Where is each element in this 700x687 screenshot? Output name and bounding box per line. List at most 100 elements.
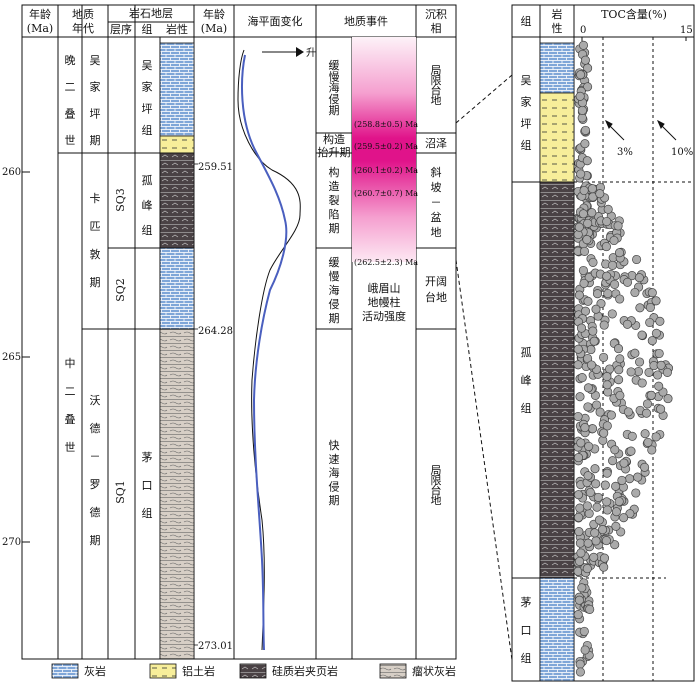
toc-point	[601, 536, 611, 546]
event-slow-transgression-1-char: 侵	[329, 93, 340, 106]
toc-point	[591, 304, 601, 314]
toc-point	[614, 248, 625, 258]
toc-point	[588, 326, 598, 336]
toc-point	[656, 360, 666, 370]
stage-wuchiapingian-char: 吴	[90, 54, 101, 67]
toc-point	[574, 527, 584, 537]
toc-point	[583, 471, 593, 481]
header-seq: 层序	[110, 22, 132, 36]
rp-formation-gufeng: 孤峰组	[521, 346, 532, 415]
toc-point	[595, 407, 605, 417]
toc-point	[574, 222, 584, 232]
event-slow-transgression-2-char: 缓	[329, 256, 340, 269]
toc-point	[613, 221, 623, 231]
toc-point	[602, 271, 612, 281]
event-uplift-2: 抬升期	[318, 145, 351, 159]
toc-point	[602, 372, 612, 382]
stage-wordian-roadian: 沃德－罗德期	[90, 394, 101, 547]
toc-point	[626, 367, 636, 377]
toc-point	[575, 667, 585, 677]
toc-point	[651, 328, 661, 338]
toc-point	[627, 431, 637, 441]
formation-gufeng-char: 峰	[142, 199, 153, 212]
toc-point	[575, 659, 585, 669]
toc-point	[583, 296, 593, 306]
stage-wordian-roadian-char: 期	[90, 534, 101, 547]
event-age-5: (262.5±2.3) Ma	[354, 258, 418, 267]
toc-point	[647, 336, 657, 346]
header-facies-2: 相	[431, 22, 442, 35]
legend-swatch-siliceous	[239, 663, 267, 679]
header-age2: 年龄	[203, 7, 225, 21]
boundary-age-1: 259.51	[198, 162, 233, 173]
toc-point	[576, 70, 586, 80]
event-slow-transgression-1-char: 海	[329, 81, 340, 95]
header-age: 年龄	[29, 7, 51, 21]
toc-point	[635, 303, 645, 313]
toc-point	[641, 408, 652, 418]
toc-point	[643, 437, 653, 447]
header-events: 地质事件	[344, 15, 388, 28]
toc-point	[626, 446, 636, 456]
stage-wordian-roadian-char: 德	[90, 421, 101, 435]
header-sea-level: 海平面变化	[248, 14, 303, 28]
epoch-late-permian-char: 二	[65, 81, 76, 94]
rp-formation-gufeng-char: 孤	[521, 346, 532, 359]
event-uplift-1: 构造	[323, 132, 345, 146]
header-era: 地质	[72, 8, 94, 21]
event-rapid-transgression-char: 期	[329, 494, 340, 507]
toc-point	[602, 380, 612, 390]
legend-swatch-limestone	[51, 663, 79, 679]
toc-point	[584, 441, 594, 451]
toc-point	[587, 184, 597, 194]
toc-point	[614, 365, 624, 375]
toc-point	[580, 139, 590, 149]
toc-point	[651, 432, 661, 442]
event-rifting-char: 裂	[329, 194, 340, 207]
right-lithology-column	[539, 42, 575, 682]
facies-restricted-platform-2-char: 局	[431, 464, 442, 477]
rp-formation-gufeng-char: 组	[521, 401, 532, 415]
facies-restricted-platform-1-char: 地	[431, 94, 442, 107]
zoom-connectors	[455, 74, 513, 661]
event-slow-transgression-2-char: 海	[329, 283, 340, 297]
toc-point	[632, 254, 642, 265]
age-tick-265: 265	[2, 352, 21, 363]
toc-point	[583, 383, 593, 393]
toc-scatter	[573, 40, 674, 677]
event-age-3: (260.1±0.2) Ma	[354, 166, 418, 175]
toc-point	[575, 503, 585, 513]
toc-point	[617, 475, 627, 485]
toc-point	[574, 595, 584, 605]
legend	[51, 663, 407, 679]
legend-swatch-nodular	[379, 663, 407, 679]
toc-point	[590, 464, 600, 474]
age-tick-260: 260	[2, 167, 21, 178]
event-rifting-char: 陷	[329, 207, 340, 221]
rp-formation-wujiaping-char: 组	[521, 138, 532, 152]
toc-point	[644, 367, 654, 377]
formation-maokou-char: 茅	[142, 451, 153, 464]
toc-point	[625, 474, 635, 484]
toc-point	[614, 496, 624, 507]
toc-point	[578, 40, 589, 50]
toc-point	[577, 373, 587, 383]
event-rapid-transgression-char: 侵	[329, 480, 340, 493]
toc-point	[662, 367, 672, 377]
toc-point	[578, 265, 588, 276]
event-rapid-transgression-char: 快	[329, 439, 340, 452]
toc-point	[591, 479, 601, 489]
toc-point	[622, 319, 632, 329]
toc-point	[577, 583, 587, 593]
toc-point	[585, 604, 595, 614]
toc-point	[573, 360, 583, 370]
toc-point	[637, 378, 647, 388]
toc-point	[576, 548, 586, 558]
toc-point	[576, 323, 587, 333]
